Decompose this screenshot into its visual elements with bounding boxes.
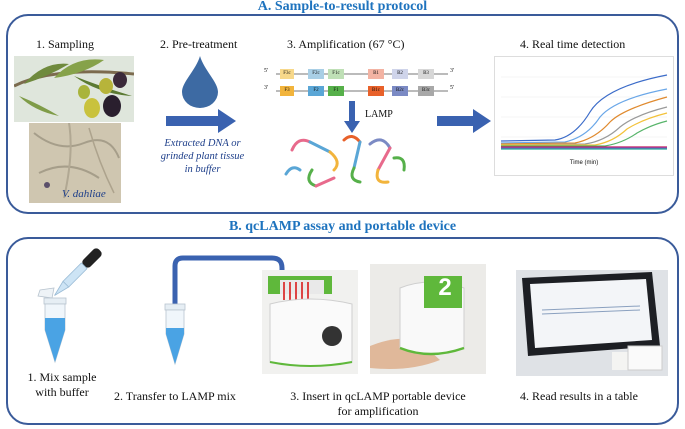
primer-b3: B3 — [418, 69, 434, 79]
lamp-primer-diagram: 5' 3' 3' 5' F3c F2c F1c B1 B2 B3 F3 F2 F… — [264, 66, 456, 100]
lamp-products-illustration — [284, 135, 406, 188]
note-line-1: Extracted DNA or — [164, 138, 241, 149]
device-hand-photo: 2 — [370, 264, 486, 374]
panel-a-title: A. Sample-to-result protocol — [257, 0, 428, 14]
step-pretreatment-label: 2. Pre-treatment — [160, 37, 238, 51]
sample-tube-icon — [37, 287, 67, 364]
primer-b3c: B3c — [418, 86, 434, 96]
pretreatment-note: Extracted DNA or grinded plant tissue in… — [145, 137, 260, 176]
chart-xlabel: Time (min) — [569, 160, 599, 166]
dropper-icon — [54, 248, 102, 296]
primer-f2: F2 — [308, 86, 324, 96]
primer-f1: F1 — [328, 86, 344, 96]
arrow-down-icon — [344, 101, 360, 133]
arrow-detection-icon — [437, 109, 491, 133]
primer-f3: F3 — [280, 86, 294, 96]
lamp-mix-tube-icon — [164, 303, 186, 366]
step-detection-label: 4. Real time detection — [520, 37, 626, 51]
primer-f2c: F2c — [308, 69, 324, 79]
step-mix-label: 1. Mix sample with buffer — [12, 370, 112, 400]
primer-f3c: F3c — [280, 69, 294, 79]
primer-f1c: F1c — [328, 69, 344, 79]
primer-b1c: B1c — [368, 86, 384, 96]
step-read-label: 4. Read results in a table — [520, 389, 638, 403]
step-insert-line-1: 3. Insert in qcLAMP portable device — [290, 389, 466, 403]
step-sampling-label: 1. Sampling — [36, 37, 95, 51]
detection-chart: Time (min) — [494, 56, 674, 176]
micro-caption: V. dahliae — [62, 188, 106, 200]
step-mix-line-2: with buffer — [35, 385, 89, 399]
strand-end-bottom-right: 5' — [450, 85, 455, 91]
tablet-photo — [516, 270, 668, 376]
lamp-label: LAMP — [365, 109, 393, 120]
buffer-drop-icon — [182, 56, 218, 108]
microscopy-photo — [29, 123, 121, 203]
note-line-3: in buffer — [184, 164, 221, 175]
strand-end-top-right: 3' — [450, 68, 455, 74]
primer-b2: B2 — [392, 69, 408, 79]
olive-branch-photo — [14, 56, 134, 122]
step-mix-line-1: 1. Mix sample — [27, 370, 97, 384]
arrow-pretreatment-icon — [166, 109, 236, 133]
step-transfer-label: 2. Transfer to LAMP mix — [114, 389, 236, 403]
step-insert-line-2: for amplification — [337, 404, 419, 418]
step-amplification-label: 3. Amplification (67 °C) — [287, 37, 405, 51]
device-number: 2 — [438, 274, 452, 301]
primer-b2c: B2c — [392, 86, 408, 96]
strand-end-top-left: 5' — [264, 68, 269, 74]
primer-b1: B1 — [368, 69, 384, 79]
strand-end-bottom-left: 3' — [264, 85, 269, 91]
panel-b-title: B. qcLAMP assay and portable device — [228, 219, 457, 234]
device-open-photo — [262, 270, 358, 374]
step-insert-label: 3. Insert in qcLAMP portable device for … — [278, 389, 478, 419]
note-line-2: grinded plant tissue — [160, 151, 245, 162]
